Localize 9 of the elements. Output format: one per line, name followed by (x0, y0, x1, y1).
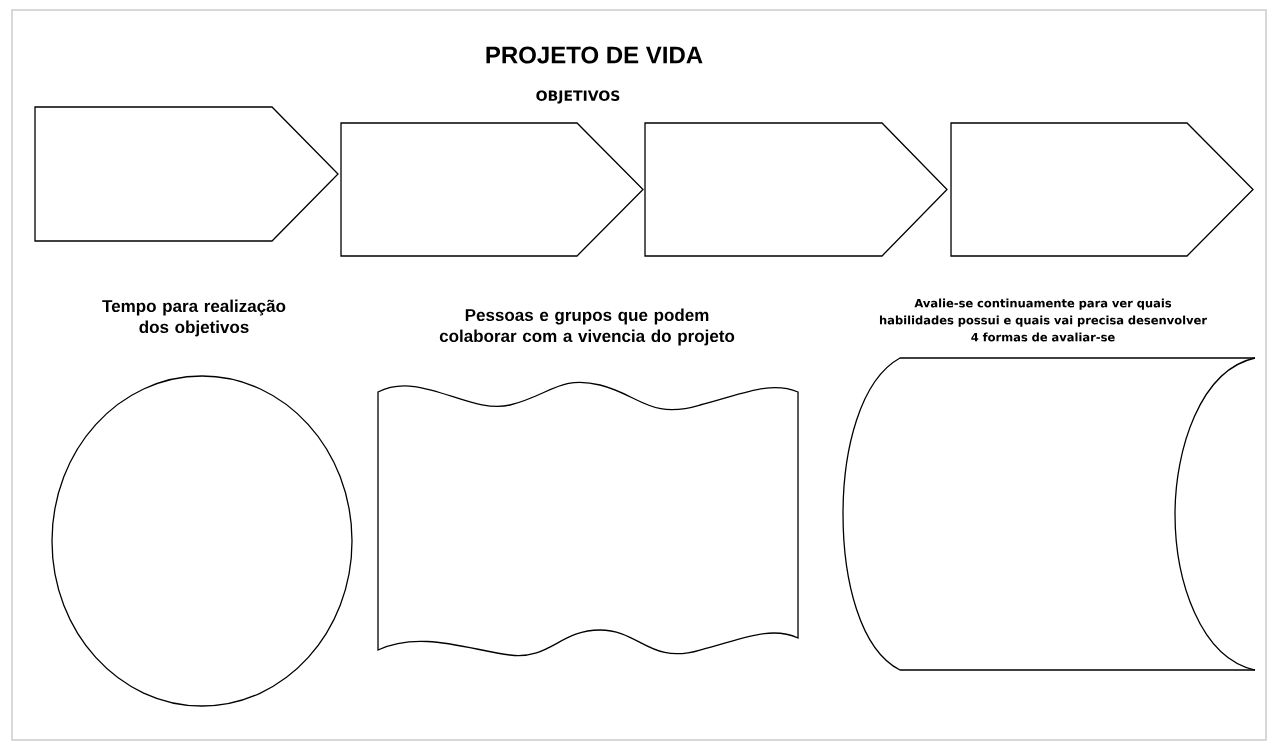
title: PROJETO DE VIDA (486, 46, 703, 64)
subtitle: OBJETIVOS (536, 90, 620, 104)
pentagon-box (950, 122, 1254, 257)
pentagon-box (340, 122, 644, 257)
shape-with-heading: Pessoas e grupos que podem colaborar com a vivencia do projeto (377, 308, 799, 657)
pentagon-box (644, 122, 948, 257)
pentagon-box (34, 106, 339, 242)
shape-with-heading: Tempo para realização dos objetivos (51, 299, 353, 707)
shape-with-heading: Avalie-se continuamente para ver quais habilidades possui e quais vai precisa desenvolver 4 formas de avaliar-se (842, 298, 1256, 671)
